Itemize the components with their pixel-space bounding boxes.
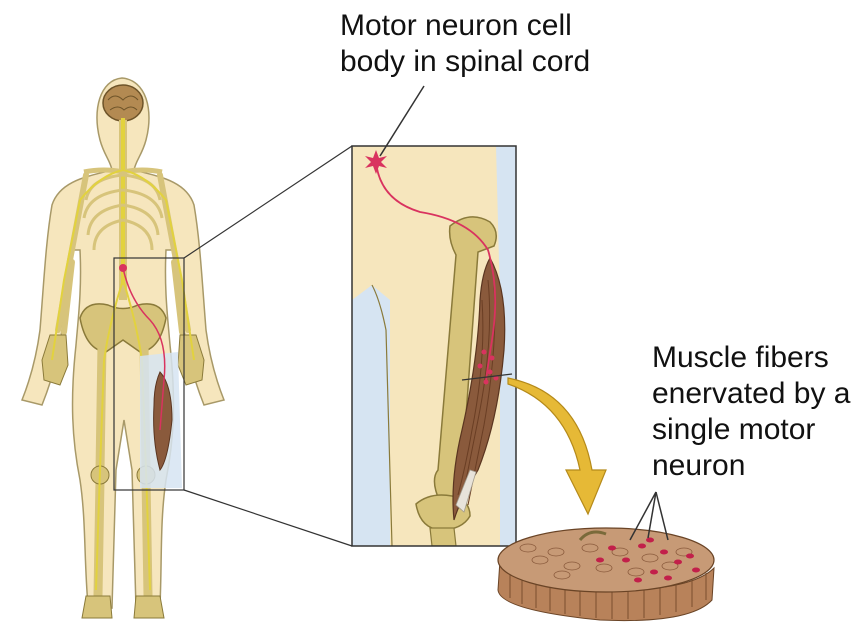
human-body-figure [22,78,224,618]
curved-arrow [508,378,606,514]
muscle-fibers-label: Muscle fibers enervated by a single moto… [652,340,850,484]
motor-neuron-label: Motor neuron cell body in spinal cord [340,8,590,80]
muscle-fibers-label-line-4: neuron [652,448,850,484]
muscle-cross-section [498,528,714,621]
feet [82,596,164,618]
motor-neuron-cell-body-small [119,264,127,272]
muscle-fibers-label-line-2: enervated by a [652,376,850,412]
cross-section-face [498,528,714,592]
brain [103,85,143,121]
motor-neuron-label-line-1: Motor neuron cell [340,8,590,44]
zoom-line-bottom [184,490,352,546]
muscle-fibers-label-line-1: Muscle fibers [652,340,850,376]
muscle-fibers-label-line-3: single motor [652,412,850,448]
motor-neuron-label-line-2: body in spinal cord [340,44,590,80]
inset-tibia [430,528,456,546]
zoom-inset [352,146,516,546]
zoom-line-top [184,146,352,258]
